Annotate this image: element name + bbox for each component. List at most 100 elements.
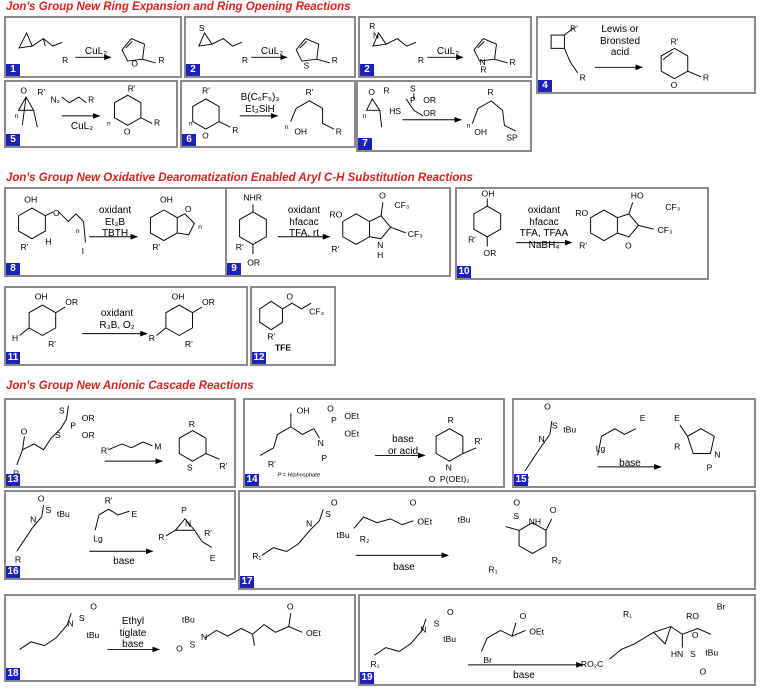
molecule-label: R <box>487 87 493 97</box>
molecule-label: R' <box>268 459 276 469</box>
molecule-label: O <box>447 607 454 617</box>
molecule-label: R₂ <box>360 534 370 544</box>
molecule-label: O <box>700 666 707 676</box>
molecule-label: O <box>625 240 632 250</box>
molecule-label: R <box>158 532 164 542</box>
molecule-label: R' <box>331 244 339 254</box>
molecule-label: OH <box>474 127 487 137</box>
reaction-conditions: base or acid <box>387 434 418 457</box>
molecule-label: E <box>131 509 137 519</box>
molecule-label: tBu <box>443 634 456 644</box>
molecule-label: R <box>448 415 454 425</box>
molecule-label: OR <box>247 257 260 267</box>
molecule-label: S <box>434 619 440 629</box>
molecule-label: R' <box>202 85 210 95</box>
molecule-label: tBu <box>57 509 70 519</box>
molecule-label: RO <box>329 210 342 220</box>
molecule-label: R' <box>306 87 314 97</box>
molecule-label: Lg <box>596 444 606 454</box>
panel-number-badge: 5 <box>6 134 20 146</box>
reaction-conditions: base <box>393 562 415 573</box>
molecule-label: OH <box>160 194 173 204</box>
molecule-label: O <box>287 601 294 611</box>
molecule-label: O <box>21 426 28 436</box>
molecule-label: tBu <box>337 530 350 540</box>
molecule-label: R' <box>185 339 193 349</box>
molecule-label: OR <box>82 430 95 440</box>
molecule-label: P <box>331 415 337 425</box>
molecule-label: R <box>418 55 424 65</box>
panel-number-badge: 17 <box>240 576 254 588</box>
molecule-label: OR <box>65 297 78 307</box>
molecule-label: R₁ <box>370 659 379 669</box>
molecule-label: NHR <box>243 192 262 202</box>
molecule-label: O <box>520 611 527 621</box>
molecule-label: R' <box>267 331 275 341</box>
molecule-label: R <box>88 95 94 105</box>
molecule-label: OEt <box>417 517 432 527</box>
molecule-label: O <box>379 191 386 201</box>
molecule-label: OR <box>423 108 436 118</box>
molecule-label: S <box>55 430 61 440</box>
molecule-label: OH <box>294 127 307 137</box>
molecule-label: R₁ <box>623 609 632 619</box>
molecule-label: n <box>363 113 367 120</box>
section-title-ring-expansion: Jon's Group New Ring Expansion and Ring … <box>6 1 351 13</box>
molecule-label: OH <box>297 405 310 415</box>
reaction-panel-17: O N S tBu R₁ O R₂ OEt O tBu S NH O R₁ R₂… <box>238 490 756 590</box>
molecule-label: R <box>13 468 19 478</box>
molecule-label: OR <box>423 95 436 105</box>
molecule-label: O <box>185 204 192 214</box>
molecule-label: R' <box>671 37 679 47</box>
molecule-label: O <box>368 87 375 97</box>
reaction-conditions: CuL₂ <box>70 121 94 132</box>
molecule-label: S <box>552 421 558 431</box>
molecule-label: H <box>12 333 18 343</box>
panel-number-badge: 8 <box>6 263 20 275</box>
molecule-label: tBu <box>563 424 576 434</box>
reaction-panel-1: R O R CuL₂ 1 <box>4 16 182 78</box>
molecule-label: R <box>369 21 375 31</box>
molecule-label: OR <box>202 297 215 307</box>
molecule-label: S <box>304 61 310 71</box>
reaction-conditions: CuL₂ <box>260 46 284 57</box>
molecule-label: R' <box>579 240 587 250</box>
reaction-conditions: Lewis or Bronsted acid <box>599 24 641 58</box>
molecule-label: CF₃ <box>394 200 409 210</box>
reaction-panel-5: O R' n N₂ R R' n O R CuL₂ 5 <box>4 80 178 148</box>
molecule-label: R₁ <box>488 565 497 575</box>
molecule-label: OH <box>35 291 48 301</box>
molecule-label: E <box>640 413 646 423</box>
molecule-label: OR <box>82 413 95 423</box>
molecule-label: N <box>318 438 324 448</box>
reaction-conditions: base <box>619 458 641 469</box>
molecule-label: R <box>189 419 195 429</box>
molecule-label: CF₃ <box>309 307 324 317</box>
molecule-label: S <box>410 83 416 93</box>
molecule-label: R <box>242 55 248 65</box>
molecule-label: S <box>187 463 193 473</box>
molecule-label: R' <box>101 446 109 456</box>
molecule-label: P <box>707 463 713 473</box>
molecule-label: S <box>199 23 205 33</box>
reaction-conditions: oxidant hfacac TFA, TFAA NaBH₄ <box>519 205 569 251</box>
panel-number-badge: 19 <box>360 672 374 684</box>
panel-number-badge: 16 <box>6 566 20 578</box>
molecule-label: O <box>331 497 338 507</box>
molecule-label: RO <box>575 208 588 218</box>
reaction-conditions: B(C₆F₅)₃ Et₃SiH <box>240 92 280 115</box>
molecule-label: O <box>513 497 520 507</box>
molecule-label: OH <box>24 194 37 204</box>
reaction-conditions: base <box>513 670 535 681</box>
molecule-label: E <box>210 553 216 563</box>
panel-number-badge: 9 <box>227 263 241 275</box>
reaction-panel-14: OH O P OEt OEt N P R' P = H/phosphate R … <box>243 398 505 488</box>
molecule-label: R <box>703 73 709 83</box>
molecule-label: H <box>377 250 383 260</box>
molecule-label: n <box>107 120 111 127</box>
reaction-conditions: CuL₂ <box>436 46 460 57</box>
molecule-label: NH <box>529 517 541 527</box>
molecule-label: N <box>538 434 544 444</box>
molecule-label: tBu <box>86 630 99 640</box>
molecule-label: R <box>510 57 516 67</box>
